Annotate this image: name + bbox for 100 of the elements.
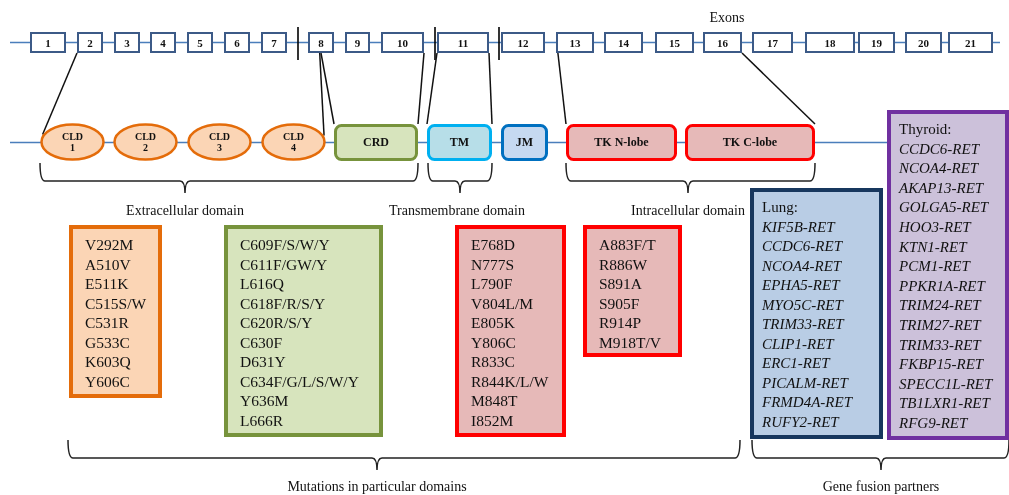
mapping-line bbox=[426, 52, 438, 125]
mutation-list-box bbox=[224, 225, 383, 437]
exon-box: 16 bbox=[703, 32, 742, 53]
gene-fusion-name: RFG9-RET bbox=[899, 413, 969, 433]
gene-fusion-name: HOO3-RET bbox=[899, 217, 973, 237]
gene-fusion-name: PICALM-RET bbox=[762, 373, 850, 393]
exon-box: 18 bbox=[805, 32, 855, 53]
mapping-line bbox=[318, 52, 325, 137]
mapping-line bbox=[488, 52, 493, 125]
mutation-name: V804L/M bbox=[471, 293, 534, 313]
gene-fusion-name: TRIM24-RET bbox=[899, 296, 983, 316]
mutation-name: D631Y bbox=[240, 352, 287, 372]
gene-fusion-name: NCOA4-RET bbox=[899, 159, 980, 179]
mutation-name: R844K/L/W bbox=[471, 371, 550, 391]
mutation-name: C634F/G/L/S/W/Y bbox=[240, 371, 360, 391]
domain-ellipse: CLD 3 bbox=[187, 123, 252, 161]
bracket-label: Gene fusion partners bbox=[822, 479, 940, 495]
mutation-name: C620R/S/Y bbox=[240, 313, 314, 333]
mutation-name: C609F/S/W/Y bbox=[240, 235, 331, 255]
exon-box: 14 bbox=[604, 32, 643, 53]
gene-fusion-name: AKAP13-RET bbox=[899, 178, 985, 198]
mutation-name: Y636M bbox=[240, 391, 290, 411]
domain-box: JM bbox=[501, 124, 548, 161]
exon-box: 7 bbox=[261, 32, 287, 53]
mutation-name: M848T bbox=[471, 391, 519, 411]
exon-box: 10 bbox=[381, 32, 424, 53]
exon-box: 6 bbox=[224, 32, 250, 53]
exon-box: 20 bbox=[905, 32, 942, 53]
exon-box: 9 bbox=[345, 32, 370, 53]
gene-fusion-name: EPHA5-RET bbox=[762, 276, 842, 295]
exon-box: 3 bbox=[114, 32, 140, 53]
mutation-name: A883F/T bbox=[599, 235, 657, 255]
mapping-line bbox=[557, 52, 567, 125]
gene-fusion-name: TRIM27-RET bbox=[899, 315, 983, 335]
mutation-name: A510V bbox=[85, 254, 132, 274]
mutation-name: L790F bbox=[471, 274, 514, 294]
mutation-name: L616Q bbox=[240, 274, 285, 294]
exon-box: 19 bbox=[858, 32, 895, 53]
mutation-list-box bbox=[69, 225, 162, 398]
bracket-label: Transmembrane domain bbox=[389, 203, 525, 219]
mutation-name: R833C bbox=[471, 352, 516, 372]
box-heading: Thyroid: bbox=[899, 120, 953, 139]
gene-fusion-name: GOLGA5-RET bbox=[899, 198, 990, 218]
exon-box: 12 bbox=[501, 32, 545, 53]
gene-fusion-name: KIF5B-RET bbox=[762, 217, 837, 237]
exon-box: 2 bbox=[77, 32, 103, 53]
domain-box: TK C-lobe bbox=[685, 124, 815, 161]
gene-fusion-name: SPECC1L-RET bbox=[899, 374, 994, 394]
mutation-list-box bbox=[583, 225, 682, 357]
mutation-name: S905F bbox=[599, 293, 641, 313]
gene-fusion-name: TB1LXR1-RET bbox=[899, 394, 992, 414]
mutation-name: Y606C bbox=[85, 371, 131, 391]
domain-box: TM bbox=[427, 124, 492, 161]
gene-fusion-name: FRMD4A-RET bbox=[762, 393, 854, 412]
domain-ellipse: CLD 2 bbox=[113, 123, 178, 161]
mutation-name: Y806C bbox=[471, 332, 517, 352]
mapping-line bbox=[320, 52, 335, 125]
mutation-list-box bbox=[455, 225, 566, 437]
mutation-name: C531R bbox=[85, 313, 130, 333]
mutation-name: C630F bbox=[240, 332, 284, 352]
bracket-label: Mutations in particular domains bbox=[287, 479, 467, 495]
mutation-name: M918T/V bbox=[599, 332, 662, 352]
exon-box: 5 bbox=[187, 32, 213, 53]
gene-fusion-name: NCOA4-RET bbox=[762, 256, 843, 276]
mutation-name: C611F/GW/Y bbox=[240, 254, 329, 274]
gene-fusion-name: CCDC6-RET bbox=[762, 237, 844, 256]
mapping-line bbox=[417, 52, 425, 125]
mapping-line bbox=[741, 52, 816, 125]
gene-fusion-name: FKBP15-RET bbox=[899, 355, 985, 375]
mutation-name: C618F/R/S/Y bbox=[240, 293, 327, 313]
mutation-name: K603Q bbox=[85, 352, 132, 372]
domain-box: TK N-lobe bbox=[566, 124, 677, 161]
mutation-name: N777S bbox=[471, 254, 516, 274]
bracket-label: Intracellular domain bbox=[631, 203, 745, 219]
mutation-name: S891A bbox=[599, 274, 644, 294]
gene-fusion-name: MYO5C-RET bbox=[762, 295, 845, 315]
exon-box: 11 bbox=[437, 32, 489, 53]
fusion-partner-box bbox=[750, 188, 883, 439]
gene-fusion-name: CCDC6-RET bbox=[899, 139, 981, 159]
gene-fusion-name: KTN1-RET bbox=[899, 237, 969, 257]
gene-fusion-name: TRIM33-RET bbox=[762, 315, 846, 334]
gene-fusion-name: PCM1-RET bbox=[899, 257, 972, 277]
exon-box: 15 bbox=[655, 32, 694, 53]
exon-box: 13 bbox=[556, 32, 594, 53]
axis-title: Exons bbox=[709, 10, 745, 26]
mapping-line bbox=[41, 52, 78, 136]
mutation-name: L666R bbox=[240, 410, 285, 430]
gene-fusion-name: TRIM33-RET bbox=[899, 335, 983, 355]
exon-box: 21 bbox=[948, 32, 993, 53]
exon-box: 17 bbox=[752, 32, 793, 53]
domain-box: CRD bbox=[334, 124, 418, 161]
mutation-name: R914P bbox=[599, 313, 643, 333]
gene-fusion-name: RUFY2-RET bbox=[762, 412, 841, 432]
mutation-name: R886W bbox=[599, 254, 649, 274]
mutation-name: E768D bbox=[471, 235, 516, 255]
exon-box: 4 bbox=[150, 32, 176, 53]
mutation-name: E805K bbox=[471, 313, 516, 333]
mutation-name: I852M bbox=[471, 410, 515, 430]
exon-box: 8 bbox=[308, 32, 334, 53]
exon-box: 1 bbox=[30, 32, 66, 53]
